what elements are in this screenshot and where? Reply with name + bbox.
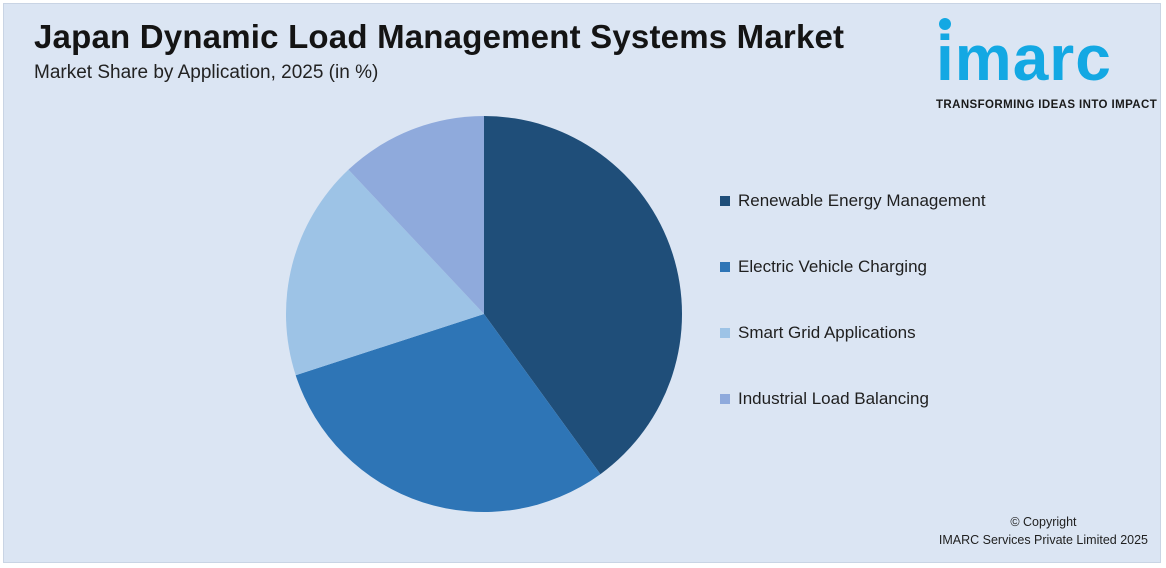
imarc-logo: imarc TRANSFORMING IDEAS INTO IMPACT bbox=[932, 12, 1158, 116]
legend-label: Electric Vehicle Charging bbox=[738, 257, 927, 276]
legend-label: Smart Grid Applications bbox=[738, 323, 916, 342]
legend-swatch bbox=[720, 328, 730, 338]
legend-label: Renewable Energy Management bbox=[738, 191, 986, 210]
legend-item: Smart Grid Applications bbox=[720, 320, 916, 346]
copyright-line-2: IMARC Services Private Limited 2025 bbox=[938, 533, 1148, 547]
legend-label: Industrial Load Balancing bbox=[738, 389, 929, 408]
copyright-notice: © Copyright IMARC Services Private Limit… bbox=[939, 513, 1148, 549]
pie-chart bbox=[285, 116, 683, 513]
logo-dot-icon bbox=[939, 18, 951, 30]
legend-item: Industrial Load Balancing bbox=[720, 386, 929, 412]
legend-swatch bbox=[720, 394, 730, 404]
page-subtitle: Market Share by Application, 2025 (in %) bbox=[34, 62, 379, 83]
pie-slice-electric-vehicle-charging bbox=[295, 314, 601, 513]
chart-frame: Japan Dynamic Load Management Systems Ma… bbox=[3, 3, 1161, 563]
logo-tagline: TRANSFORMING IDEAS INTO IMPACT bbox=[936, 99, 1158, 111]
legend-swatch bbox=[720, 262, 730, 272]
copyright-line-1: © Copyright bbox=[1010, 515, 1077, 529]
logo-wordmark: imarc bbox=[936, 22, 1112, 94]
legend-item: Electric Vehicle Charging bbox=[720, 254, 927, 280]
legend-swatch bbox=[720, 196, 730, 206]
legend-item: Renewable Energy Management bbox=[720, 188, 986, 214]
pie-slice-smart-grid-applications bbox=[285, 169, 484, 376]
page-title: Japan Dynamic Load Management Systems Ma… bbox=[34, 18, 845, 55]
pie-slice-renewable-energy-management bbox=[484, 116, 683, 475]
pie-slice-industrial-load-balancing bbox=[348, 116, 484, 314]
